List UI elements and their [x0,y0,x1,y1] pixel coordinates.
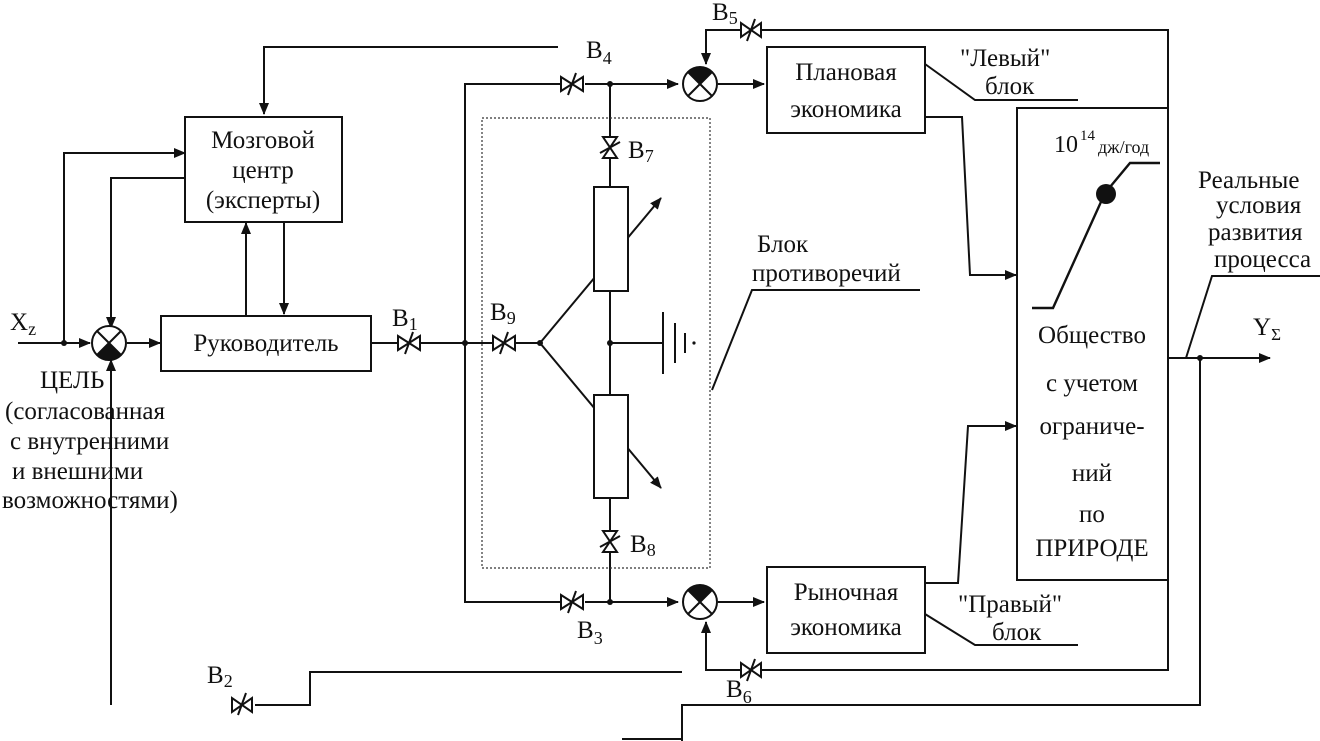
valve-b6 [740,658,762,682]
society-label-4: ний [1072,460,1112,487]
svg-text:Блок: Блок [757,231,809,258]
svg-text:блок: блок [985,73,1035,100]
valve-b1 [397,331,421,355]
planned-economy-block: Плановая экономика [766,46,926,134]
svg-text:B5: B5 [712,0,738,28]
leader-block: Руководитель [160,315,372,372]
summator-top [682,66,718,102]
valve-b8 [599,530,621,553]
ground-symbol [662,312,696,374]
real-conditions-annotation: Реальные условия развития процесса [1198,167,1311,273]
resistor-top [593,186,629,292]
svg-text:блок: блок [992,619,1042,646]
output-signal-label: YΣ [1253,314,1281,344]
valve-b9 [492,331,516,355]
callout-leaders [711,63,1320,646]
resistor-bottom [593,394,629,499]
svg-text:"Правый": "Правый" [958,591,1062,618]
junction-dots [61,81,1203,605]
society-label-1: Общество [1038,322,1146,349]
valve-b2 [231,692,253,716]
society-label-6: ПРИРОДЕ [1035,535,1148,562]
brain-center-label-3: (эксперты) [206,187,320,214]
society-label-5: по [1079,501,1105,528]
planned-economy-label-2: экономика [790,96,902,123]
svg-text:возможностями): возможностями) [2,487,178,514]
brain-center-label-1: Мозговой [211,127,315,154]
right-block-annotation: "Правый" блок [958,591,1062,646]
svg-text:условия: условия [1216,192,1302,219]
valve-labels: B1 B9 B4 B3 B5 B6 B7 B8 B2 [207,0,752,707]
svg-text:B1: B1 [392,305,418,334]
leader-label: Руководитель [193,330,338,357]
market-economy-label-1: Рыночная [794,579,899,606]
valve-b3 [560,590,584,614]
left-block-annotation: "Левый" блок [960,45,1050,100]
input-signal-label: Xz [10,309,36,339]
valve-b5 [740,18,762,42]
energy-exponent: 14 [1080,128,1096,144]
energy-base: 10 [1054,132,1078,158]
market-economy-label-2: экономика [790,614,902,641]
svg-text:B2: B2 [207,662,233,691]
svg-text:противоречий: противоречий [752,260,901,287]
curve-point-marker [1096,184,1116,204]
market-economy-block: Рыночная экономика [766,566,926,654]
brain-center-label-2: центр [232,157,294,184]
svg-text:B3: B3 [577,617,603,648]
connection-lines [18,29,1271,741]
svg-text:B8: B8 [630,531,656,560]
planned-economy-label-1: Плановая [795,59,897,86]
svg-text:ЦЕЛЬ: ЦЕЛЬ [40,367,104,394]
svg-text:"Левый": "Левый" [960,45,1050,72]
summator-bottom [682,584,718,620]
energy-unit: дж/год [1098,137,1149,157]
svg-text:и внешними: и внешними [12,458,143,485]
contradiction-block-frame [481,117,711,569]
svg-text:процесса: процесса [1214,246,1311,273]
society-label-3: ограниче- [1039,413,1144,440]
svg-text:B9: B9 [490,299,516,328]
svg-text:с внутренними: с внутренними [10,428,169,455]
valve-b7 [599,136,621,159]
svg-text:B4: B4 [586,37,612,68]
svg-text:B7: B7 [628,137,654,166]
svg-text:(согласованная: (согласованная [5,398,165,425]
contradiction-block-annotation: Блок противоречий [752,231,901,287]
society-label-2: с учетом [1046,370,1138,397]
goal-annotation: ЦЕЛЬ (согласованная с внутренними и внеш… [2,367,178,514]
svg-text:B6: B6 [726,676,752,707]
valve-b4 [560,72,584,96]
svg-text:развития: развития [1208,219,1303,246]
society-block: 10 14 дж/год Общество с учетом ограниче-… [1016,107,1169,581]
summator-main [91,325,127,361]
svg-text:Реальные: Реальные [1198,167,1299,194]
brain-center-block: Мозговой центр (эксперты) [184,116,343,223]
